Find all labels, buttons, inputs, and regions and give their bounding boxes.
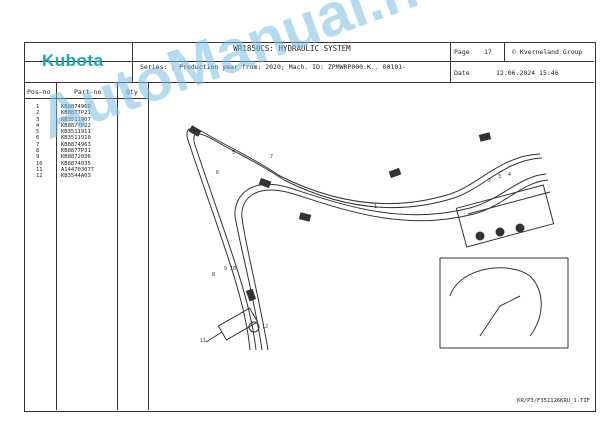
part-no-cell: KB8874035 [61,160,91,167]
pos-no-cell: 11 [36,166,43,173]
part-no-cell: KB3511907 [61,116,91,123]
pos-no-cell: 10 [36,160,43,167]
pos-no-cell: 7 [36,141,40,148]
info-divider [450,42,451,82]
page-title: WR1850CS: HYDRAULIC SYSTEM [233,44,351,53]
callout-7: 7 [270,154,273,160]
part-no-cell: KB8874960 [61,104,91,110]
pos-no-cell: 4 [36,122,40,129]
part-column-divider [117,82,118,410]
fitting-4 [388,167,402,179]
callout-8: 8 [212,272,215,278]
fitting-5 [478,132,492,142]
pos-no-cell: 3 [36,116,40,123]
file-reference: KR/P3/F351126KRU_1.TIF [517,398,590,404]
callout-6: 6 [216,170,219,176]
date-value: 12.06.2024 15:46 [496,69,559,77]
part-no-cell: KB8877P31 [61,148,91,155]
part-no-cell: A144703077 [61,166,95,173]
qty-column-divider [148,82,149,410]
part-no-cell: KB3511910 [61,135,91,142]
callout-9: 9 [224,266,227,272]
callout-5: 5 [232,150,235,156]
fitting-3 [298,212,312,222]
callout-11: 11 [200,338,206,344]
valve-port-3 [515,223,525,233]
date-label: Date [454,69,470,77]
page-company-divider [504,42,505,62]
hydraulic-system-drawing: 5 6 7 1 2 3 4 8 9 10 11 12 [186,125,569,351]
pos-no-cell: 12 [36,173,43,180]
valve-port-2 [495,227,505,237]
fitting-6 [245,288,257,302]
fitting-1 [188,125,202,137]
detail-inset-box [439,257,569,349]
company-label: © Kverneland Group [512,48,583,56]
inset-hose-route [479,295,521,337]
table-header-divider [24,98,148,99]
inset-frame-arc [449,267,542,337]
part-no-cell: KB8872036 [61,154,91,161]
header-divider-upper [24,61,594,62]
hose-line-2 [193,133,543,351]
pos-no-cell: 8 [36,148,40,155]
pos-no-header: Pos-no [27,88,51,96]
page-label: Page [454,48,470,56]
hose-line-3 [234,173,547,351]
hose-line-1 [186,128,541,351]
kubota-logo: Kubota [42,51,104,70]
pos-no-cell: 2 [36,110,40,117]
part-no-cell: KB8874963 [61,141,91,148]
cylinder-rod [205,331,223,343]
header-divider-lower [24,82,594,83]
page-number: 17 [484,48,492,56]
hose-line-4 [241,179,549,351]
callout-10: 10 [230,266,236,272]
pos-no-cell: 5 [36,129,40,136]
part-no-cell: KB3544A03 [61,173,91,180]
pos-no-cell: 9 [36,154,40,161]
page-frame [24,42,596,412]
pos-no-cell: 6 [36,135,40,142]
callout-3: 3 [498,174,501,180]
valve-port-1 [475,231,485,241]
fitting-2 [258,177,272,189]
qty-header: Qty [126,88,138,96]
series-line: Series: ; Production year from: 2020; Ma… [140,63,407,71]
part-no-cell: KB8877P21 [61,110,91,117]
callout-4: 4 [508,172,511,178]
callout-1: 1 [374,204,377,210]
callout-12: 12 [262,324,268,330]
part-no-header: Part-no [74,88,102,96]
cylinder-pivot [248,321,260,333]
part-no-cell: KB3511911 [61,129,91,136]
control-valve-block [455,184,555,248]
pos-no-cell: 1 [36,104,40,110]
pos-column-divider [56,82,57,410]
valve-section-line [467,191,551,215]
logo-divider [132,42,133,82]
callout-2: 2 [488,178,491,184]
part-no-cell: KB8877P22 [61,122,91,129]
hydraulic-cylinder [217,307,259,341]
